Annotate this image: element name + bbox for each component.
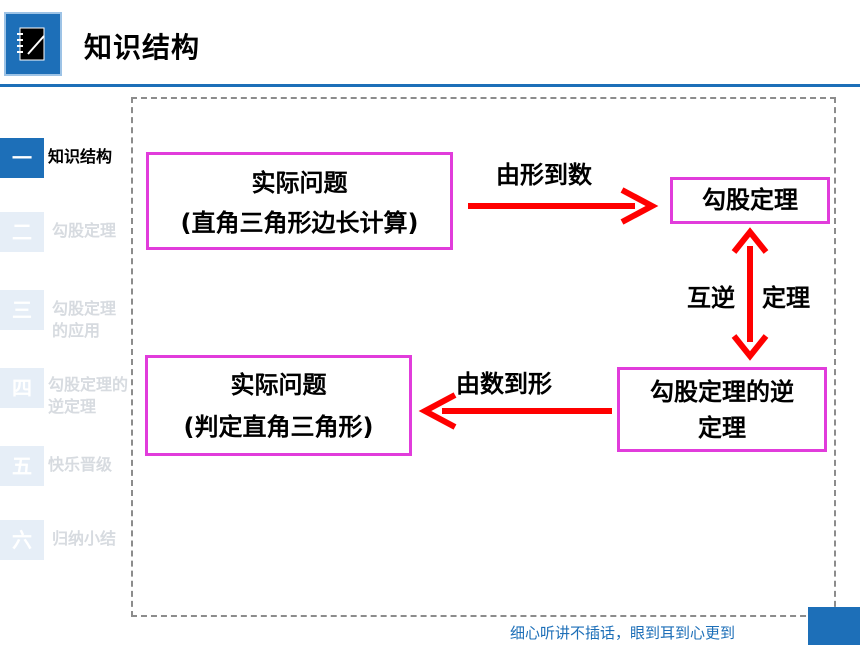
nav-number: 二 — [0, 212, 44, 252]
header-divider — [0, 84, 860, 87]
page-title: 知识结构 — [84, 31, 201, 64]
nav-label: 快乐晋级 — [48, 455, 113, 474]
notebook-icon — [17, 27, 45, 61]
label-theorem: 定理 — [762, 284, 810, 312]
footer-motto: 细心听讲不插话，眼到耳到心更到 — [510, 624, 736, 642]
content-frame — [131, 97, 836, 617]
box-line: 实际问题 — [230, 371, 327, 399]
nav-label: 知识结构 — [48, 147, 113, 166]
box-line: (直角三角形边长计算) — [180, 209, 419, 237]
nav-number: 四 — [0, 368, 44, 408]
nav-number: 五 — [0, 446, 44, 486]
nav-label: 勾股定理的应用 — [52, 299, 117, 340]
nav-number: 六 — [0, 520, 44, 560]
box-practical-problem-right-triangle: 实际问题 (判定直角三角形) — [145, 355, 412, 456]
box-line: (判定直角三角形) — [183, 413, 374, 441]
nav-label: 勾股定理的逆定理 — [48, 375, 129, 416]
nav-label: 勾股定理 — [52, 221, 117, 240]
notebook-logo — [4, 12, 62, 76]
box-line: 定理 — [698, 414, 746, 442]
nav-label: 归纳小结 — [52, 529, 117, 548]
label-mutual: 互逆 — [687, 284, 735, 312]
arrow-shape-to-number — [468, 187, 659, 225]
arrow-number-to-shape — [418, 392, 612, 430]
box-line: 实际问题 — [251, 169, 348, 197]
footer-block — [808, 607, 860, 645]
nav-number: 三 — [0, 290, 44, 330]
box-line: 勾股定理的逆 — [650, 378, 794, 406]
box-text: 勾股定理 — [702, 186, 798, 214]
nav-number: 一 — [0, 138, 44, 178]
label-number-to-shape: 由数到形 — [456, 370, 552, 398]
box-pythagorean-theorem: 勾股定理 — [670, 177, 830, 224]
arrow-mutual-converse — [731, 227, 769, 361]
box-converse-theorem: 勾股定理的逆 定理 — [617, 367, 827, 452]
box-practical-problem-side-calculation: 实际问题 (直角三角形边长计算) — [146, 152, 453, 250]
label-shape-to-number: 由形到数 — [496, 161, 592, 189]
